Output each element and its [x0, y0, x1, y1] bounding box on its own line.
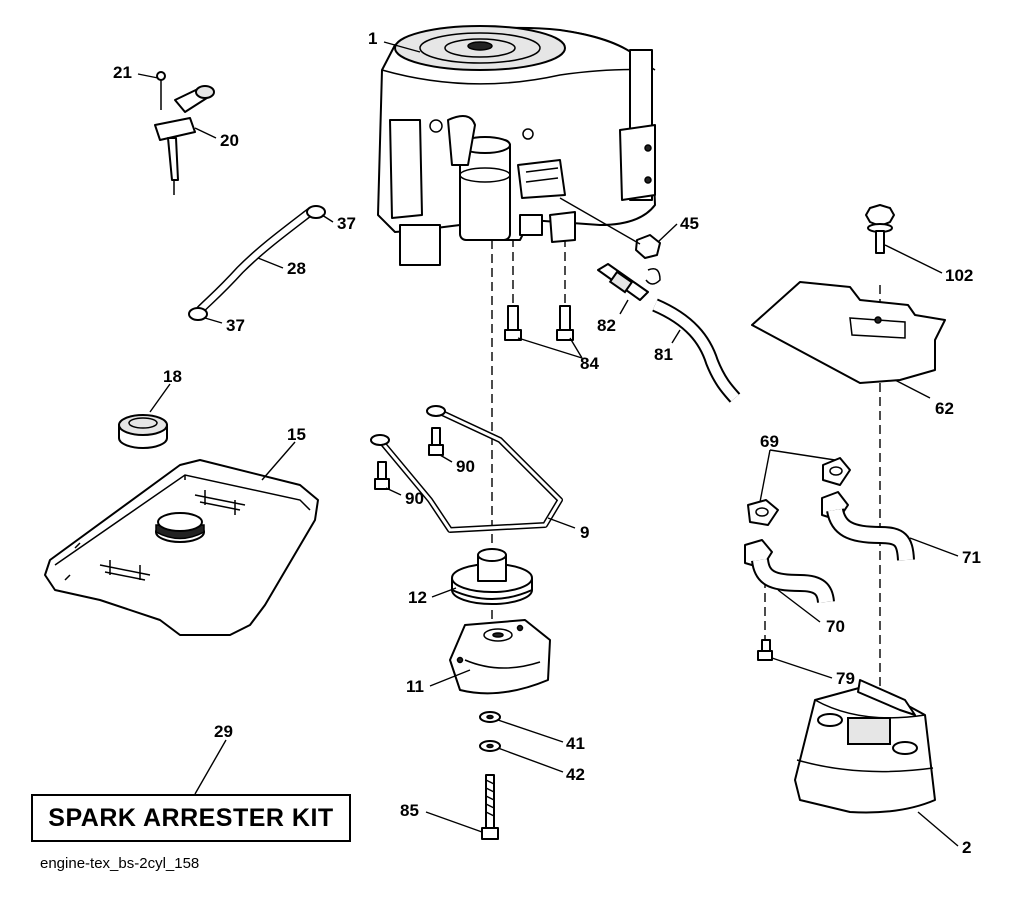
- label-18: 18: [163, 367, 182, 386]
- label-62: 62: [935, 399, 954, 418]
- label-20: 20: [220, 131, 239, 150]
- nut: [635, 234, 661, 259]
- exhaust-pipe-70: [744, 539, 835, 661]
- fuel-tank: [44, 459, 319, 636]
- label-70: 70: [826, 617, 845, 636]
- label-90-bottom: 90: [405, 489, 424, 508]
- label-28: 28: [287, 259, 306, 278]
- fuel-fitting: [597, 263, 741, 403]
- part-labels: 1 21 20 37 28 37 45 102 82 81 84 62 18 6…: [113, 29, 981, 857]
- label-42: 42: [566, 765, 585, 784]
- label-9: 9: [580, 523, 589, 542]
- label-21: 21: [113, 63, 132, 82]
- gas-cap: [118, 414, 168, 449]
- label-82: 82: [597, 316, 616, 335]
- throttle-bracket: [154, 71, 215, 195]
- engine: [377, 25, 656, 266]
- label-11: 11: [406, 677, 424, 696]
- gaskets: [747, 457, 851, 526]
- fuel-line: [188, 205, 326, 321]
- label-41: 41: [566, 734, 585, 753]
- leader-lines: [137, 41, 959, 847]
- label-45: 45: [680, 214, 699, 233]
- label-37-top: 37: [337, 214, 356, 233]
- label-85: 85: [400, 801, 419, 820]
- diagram-caption: engine-tex_bs-2cyl_158: [40, 855, 200, 872]
- label-1: 1: [368, 29, 377, 48]
- muffler: [794, 679, 936, 814]
- label-2: 2: [962, 838, 971, 857]
- label-29: 29: [214, 722, 233, 741]
- label-15: 15: [287, 425, 306, 444]
- spark-arrester-kit-box: SPARK ARRESTER KIT: [31, 794, 351, 842]
- label-37-bottom: 37: [226, 316, 245, 335]
- heat-shield: [751, 204, 946, 384]
- bracket: [370, 405, 563, 533]
- label-102: 102: [945, 266, 973, 285]
- label-12: 12: [408, 588, 427, 607]
- washers-bolt: [479, 711, 501, 840]
- pulley: [451, 548, 533, 605]
- label-90-top: 90: [456, 457, 475, 476]
- exhaust-pipe-71: [821, 491, 915, 561]
- spark-arrester-kit-label: SPARK ARRESTER KIT: [48, 803, 334, 832]
- label-84: 84: [580, 354, 599, 373]
- bolts-84: [504, 305, 574, 341]
- label-81: 81: [654, 345, 673, 364]
- label-79: 79: [836, 669, 855, 688]
- clutch: [449, 619, 551, 695]
- label-71: 71: [962, 548, 981, 567]
- label-69: 69: [760, 432, 779, 451]
